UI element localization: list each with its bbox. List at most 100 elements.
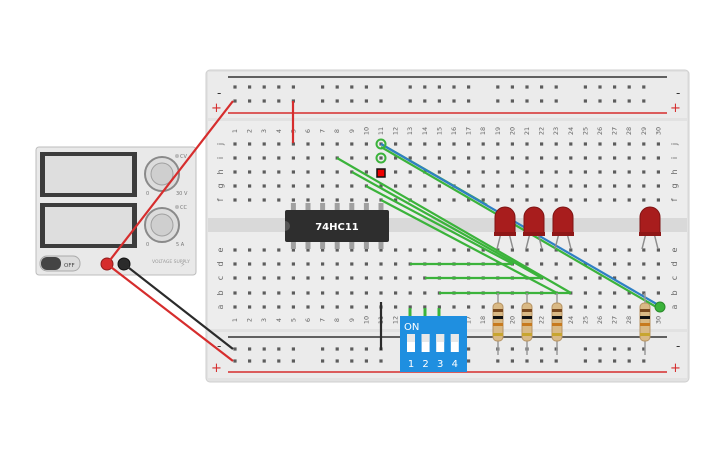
strip-hole[interactable] <box>510 305 514 309</box>
strip-hole[interactable] <box>350 248 354 252</box>
strip-hole[interactable] <box>394 184 398 188</box>
rail-hole[interactable] <box>525 99 529 103</box>
strip-hole[interactable] <box>233 170 237 174</box>
rail-hole[interactable] <box>554 85 558 89</box>
strip-hole[interactable] <box>642 276 646 280</box>
strip-hole[interactable] <box>233 262 237 266</box>
red-led[interactable] <box>523 206 545 250</box>
wire-red-top-rail[interactable] <box>106 100 234 265</box>
strip-hole[interactable] <box>248 276 252 280</box>
rail-hole[interactable] <box>262 347 266 351</box>
strip-hole[interactable] <box>306 184 310 188</box>
strip-hole[interactable] <box>350 305 354 309</box>
strip-hole[interactable] <box>437 305 441 309</box>
rail-hole[interactable] <box>350 85 354 89</box>
rail-hole[interactable] <box>233 85 237 89</box>
strip-hole[interactable] <box>656 248 660 252</box>
rail-hole[interactable] <box>233 99 237 103</box>
rail-hole[interactable] <box>467 85 471 89</box>
strip-hole[interactable] <box>277 291 281 295</box>
strip-hole[interactable] <box>379 262 383 266</box>
strip-hole[interactable] <box>321 142 325 146</box>
strip-hole[interactable] <box>379 248 383 252</box>
rail-hole[interactable] <box>613 359 617 363</box>
rail-hole[interactable] <box>277 85 281 89</box>
strip-hole[interactable] <box>233 248 237 252</box>
strip-hole[interactable] <box>598 184 602 188</box>
strip-hole[interactable] <box>467 156 471 160</box>
strip-hole[interactable] <box>627 198 631 202</box>
strip-hole[interactable] <box>481 170 485 174</box>
rail-hole[interactable] <box>525 85 529 89</box>
rail-hole[interactable] <box>335 347 339 351</box>
strip-hole[interactable] <box>248 291 252 295</box>
rail-hole[interactable] <box>642 347 646 351</box>
strip-hole[interactable] <box>598 305 602 309</box>
rail-hole[interactable] <box>642 85 646 89</box>
strip-hole[interactable] <box>262 170 266 174</box>
strip-hole[interactable] <box>423 184 427 188</box>
strip-hole[interactable] <box>379 184 383 188</box>
rail-hole[interactable] <box>583 359 587 363</box>
strip-hole[interactable] <box>233 198 237 202</box>
strip-hole[interactable] <box>583 262 587 266</box>
rail-hole[interactable] <box>277 347 281 351</box>
strip-hole[interactable] <box>656 291 660 295</box>
rail-hole[interactable] <box>613 85 617 89</box>
rail-hole[interactable] <box>437 99 441 103</box>
strip-hole[interactable] <box>350 156 354 160</box>
rail-hole[interactable] <box>350 359 354 363</box>
strip-hole[interactable] <box>291 198 295 202</box>
strip-hole[interactable] <box>540 198 544 202</box>
strip-hole[interactable] <box>481 142 485 146</box>
strip-hole[interactable] <box>408 142 412 146</box>
strip-hole[interactable] <box>525 170 529 174</box>
strip-hole[interactable] <box>335 142 339 146</box>
strip-hole[interactable] <box>554 198 558 202</box>
strip-hole[interactable] <box>642 262 646 266</box>
strip-hole[interactable] <box>554 170 558 174</box>
red-led[interactable] <box>552 206 574 250</box>
rail-hole[interactable] <box>350 347 354 351</box>
strip-hole[interactable] <box>306 262 310 266</box>
rail-hole[interactable] <box>335 99 339 103</box>
strip-hole[interactable] <box>467 198 471 202</box>
rail-hole[interactable] <box>510 347 514 351</box>
strip-hole[interactable] <box>510 170 514 174</box>
strip-hole[interactable] <box>598 262 602 266</box>
strip-hole[interactable] <box>350 142 354 146</box>
strip-hole[interactable] <box>656 276 660 280</box>
strip-hole[interactable] <box>613 305 617 309</box>
strip-hole[interactable] <box>394 276 398 280</box>
rail-hole[interactable] <box>613 347 617 351</box>
rail-hole[interactable] <box>291 347 295 351</box>
rail-hole[interactable] <box>613 99 617 103</box>
strip-hole[interactable] <box>496 142 500 146</box>
rail-hole[interactable] <box>248 99 252 103</box>
strip-hole[interactable] <box>540 248 544 252</box>
strip-hole[interactable] <box>321 170 325 174</box>
strip-hole[interactable] <box>613 276 617 280</box>
dip-toggle-4[interactable] <box>450 334 459 352</box>
dip-toggle-2[interactable] <box>421 334 430 352</box>
strip-hole[interactable] <box>642 248 646 252</box>
strip-hole[interactable] <box>525 262 529 266</box>
strip-hole[interactable] <box>321 262 325 266</box>
strip-hole[interactable] <box>277 198 281 202</box>
strip-hole[interactable] <box>569 305 573 309</box>
dip-toggle-1[interactable] <box>407 334 415 352</box>
rail-hole[interactable] <box>335 85 339 89</box>
strip-hole[interactable] <box>291 248 295 252</box>
resistor[interactable] <box>492 293 504 355</box>
strip-hole[interactable] <box>510 198 514 202</box>
strip-hole[interactable] <box>525 142 529 146</box>
strip-hole[interactable] <box>540 184 544 188</box>
rail-hole[interactable] <box>350 99 354 103</box>
rail-hole[interactable] <box>248 359 252 363</box>
rail-hole[interactable] <box>627 347 631 351</box>
strip-hole[interactable] <box>277 262 281 266</box>
strip-hole[interactable] <box>321 291 325 295</box>
strip-hole[interactable] <box>627 276 631 280</box>
strip-hole[interactable] <box>481 156 485 160</box>
strip-hole[interactable] <box>598 156 602 160</box>
